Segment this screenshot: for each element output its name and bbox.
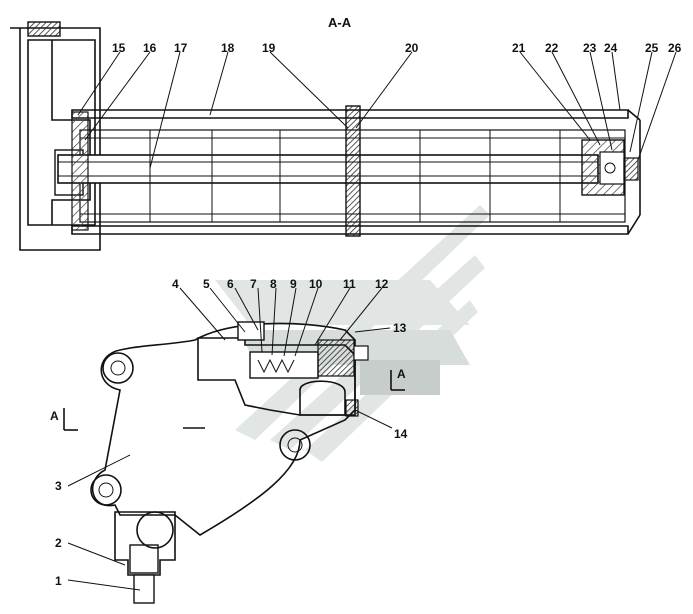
- callout-12: 12: [375, 277, 389, 291]
- callout-9: 9: [290, 277, 297, 291]
- drain-plug: [133, 574, 155, 604]
- section-marker-left-label: А: [50, 409, 59, 423]
- spacer-segments: [149, 130, 561, 222]
- callout-25: 25: [645, 41, 659, 55]
- callout-6: 6: [227, 277, 234, 291]
- drain-fitting: [114, 511, 176, 576]
- callout-3: 3: [55, 479, 62, 493]
- callout-17: 17: [174, 41, 188, 55]
- callout-21: 21: [512, 41, 526, 55]
- section-a-a-view: [10, 21, 641, 251]
- section-marker-right-label: А: [397, 367, 406, 381]
- callout-10: 10: [309, 277, 323, 291]
- callout-14: 14: [394, 427, 408, 441]
- callout-4: 4: [172, 277, 179, 291]
- callout-13: 13: [393, 321, 407, 335]
- pump-body-view: [90, 321, 369, 604]
- callout-labels: 1 2 3 4 5 6 7 8 9 10 11 12 13 14 15 16 1…: [55, 41, 682, 588]
- housing-block: [10, 27, 101, 251]
- valve-cap: [237, 321, 265, 341]
- callout-18: 18: [221, 41, 235, 55]
- callout-19: 19: [262, 41, 276, 55]
- pump-outline: [91, 322, 356, 536]
- callout-5: 5: [203, 277, 210, 291]
- mount-hole-left: [90, 474, 122, 506]
- callout-22: 22: [545, 41, 559, 55]
- section-marker-right: [390, 370, 405, 391]
- callout-7: 7: [250, 277, 257, 291]
- piston: [345, 105, 361, 237]
- callout-8: 8: [270, 277, 277, 291]
- mount-hole-right: [279, 429, 311, 461]
- callout-1: 1: [55, 574, 62, 588]
- callout-20: 20: [405, 41, 419, 55]
- callout-23: 23: [583, 41, 597, 55]
- mount-hole-top: [102, 352, 134, 384]
- valve-spring: [257, 358, 295, 374]
- section-title: А-А: [328, 15, 352, 30]
- callout-11: 11: [343, 277, 356, 291]
- callout-16: 16: [143, 41, 157, 55]
- left-gland: [71, 111, 89, 231]
- piston-rod: [57, 154, 599, 184]
- top-plug: [27, 21, 61, 37]
- adjuster-body: [317, 339, 355, 377]
- callout-24: 24: [604, 41, 618, 55]
- end-nut: [623, 157, 639, 181]
- adjuster-screw: [353, 345, 369, 361]
- section-marker-left: [63, 408, 78, 431]
- callout-26: 26: [668, 41, 682, 55]
- leader-lines: [67, 51, 677, 591]
- callout-15: 15: [112, 41, 126, 55]
- callout-2: 2: [55, 536, 62, 550]
